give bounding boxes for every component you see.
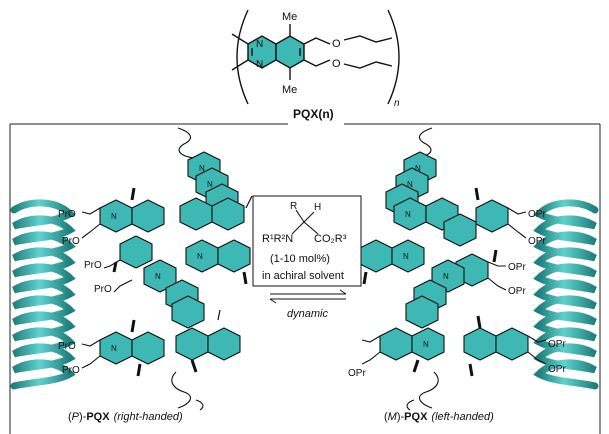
right-n-label-3: N [405, 210, 411, 219]
catalyst-box-frame [252, 195, 362, 287]
right-caption-open: ( [384, 411, 388, 423]
right-side-group-7: OPr [348, 368, 366, 379]
left-caption-chirality: P [72, 411, 80, 423]
monomer-o-atom-2: O [332, 58, 341, 70]
right-parenthesis [387, 9, 400, 105]
right-side-group-2: OPr [528, 236, 546, 247]
left-n-label-1: N [199, 164, 205, 173]
left-helix-caption: (P)-PQX (right-handed) [68, 411, 183, 423]
left-n-label-2: N [207, 180, 213, 189]
right-helix-coil [533, 199, 599, 390]
catalyst-solvent: in achiral solvent [262, 270, 344, 282]
svg-text:(M)-PQX(left-handed): (M)-PQX(left-handed) [384, 411, 494, 423]
monomer-methyl-top: Me [282, 11, 297, 23]
catalyst-h-atom: H [314, 202, 321, 213]
left-n-label-3: N [111, 212, 117, 221]
left-caption-mid: )- [79, 411, 87, 423]
left-n-label-5: N [155, 272, 161, 281]
right-side-group-3: OPr [508, 262, 526, 273]
right-helix-caption: (M)-PQX(left-handed) [384, 411, 494, 423]
monomer-methyl-bottom: Me [282, 84, 297, 96]
right-caption-handedness: (left-handed) [431, 411, 494, 423]
left-side-group-5: PrO [58, 341, 76, 352]
monomer-structure [231, 9, 400, 105]
left-caption-name: PQX [86, 411, 110, 423]
right-side-group-5: OPr [548, 339, 566, 350]
right-n-label-1: N [415, 164, 421, 173]
left-top-terminal [177, 127, 195, 159]
right-n-label-2: N [407, 180, 413, 189]
svg-text:(P)-PQX(right-handed): (P)-PQX (right-handed) [68, 411, 183, 423]
right-polymer-structure [359, 127, 547, 411]
amino-ester-bonds [291, 209, 319, 235]
equilibrium-label: dynamic [287, 308, 328, 320]
catalyst-loading: (1-10 mol%) [270, 253, 330, 265]
right-n-label-6: N [423, 340, 429, 349]
left-bottom-terminal [171, 371, 192, 409]
left-n-label-6: N [111, 344, 117, 353]
right-caption-name: PQX [404, 411, 428, 423]
catalyst-ester: CO₂R³ [314, 233, 347, 245]
catalyst-r-group: R [290, 201, 297, 212]
right-caption-mid: )- [397, 411, 405, 423]
right-side-group-6: OPr [548, 364, 566, 375]
right-n-label-4: N [403, 252, 409, 261]
left-side-group-4: PrO [94, 284, 112, 295]
monomer-o-atom-1: O [332, 38, 341, 50]
left-side-group-2: PrO [62, 236, 80, 247]
right-side-group-1: OPr [528, 209, 546, 220]
monomer-subscript-n: n [394, 98, 400, 109]
left-n-label-4: N [197, 252, 203, 261]
right-n-label-5: N [443, 272, 449, 281]
monomer-n-atom-2: N [256, 59, 263, 70]
right-bottom-terminal [418, 371, 439, 409]
catalyst-box: R H R¹R²N CO₂R³ (1-10 mol%) in achiral s… [252, 195, 362, 287]
catalyst-amine: R¹R²N [262, 233, 293, 245]
left-side-group-1: PrO [58, 209, 76, 220]
equilibrium-arrows [269, 289, 347, 304]
monomer-n-atom-1: N [256, 39, 263, 50]
left-caption-open: ( [68, 411, 72, 423]
polymer-label: PQX(n) [293, 107, 334, 121]
right-side-group-4: OPr [508, 286, 526, 297]
left-helix-coil [10, 199, 76, 390]
left-polymer-structure [81, 127, 253, 411]
right-caption-chirality: M [388, 411, 398, 423]
left-caption-handedness: (right-handed) [114, 411, 183, 423]
left-parenthesis [236, 9, 249, 105]
left-side-group-3: PrO [84, 260, 102, 271]
left-side-group-6: PrO [62, 365, 80, 376]
